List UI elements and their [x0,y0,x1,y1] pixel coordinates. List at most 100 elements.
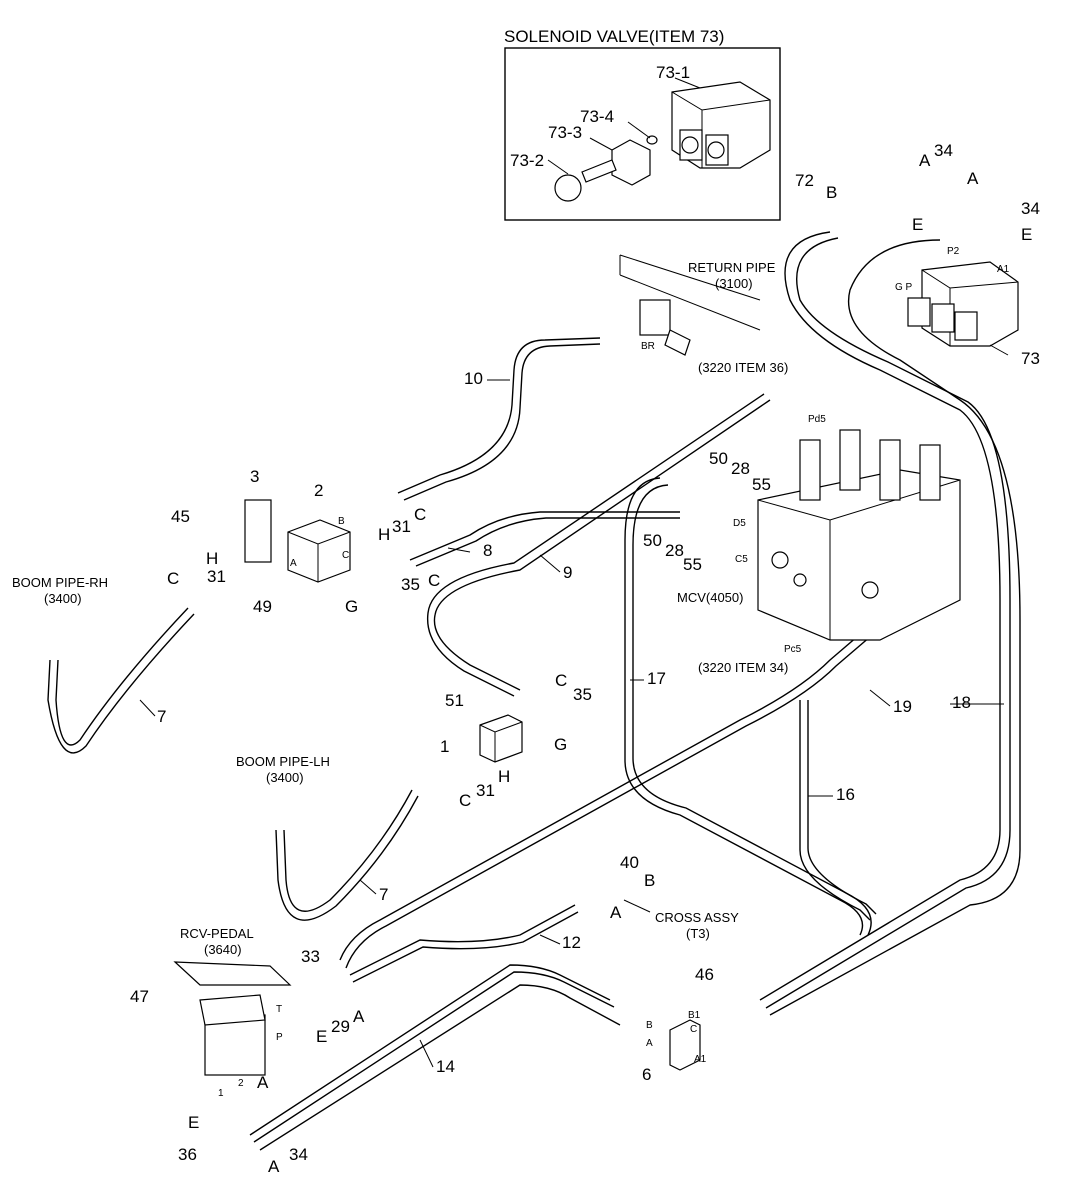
callout-8: 8 [483,541,492,560]
return-pipe-number: (3100) [715,276,753,291]
letter-h-lower: H [498,767,510,786]
callout-2: 2 [314,481,323,500]
label-73-4: 73-4 [580,107,614,126]
letter-c-lower: C [555,671,567,690]
callout-3: 3 [250,467,259,486]
callout-16: 16 [836,785,855,804]
port-br: BR [641,341,655,352]
callout-49: 49 [253,597,272,616]
callout-7-left: 7 [157,707,166,726]
port-pc5: Pc5 [784,644,802,655]
callout-73: 73 [1021,349,1040,368]
port-p: P [276,1032,283,1043]
port-a1-top: A1 [997,264,1010,275]
label-73-1: 73-1 [656,63,690,82]
mcv-label: MCV(4050) [677,590,743,605]
port-t: T [276,1004,282,1015]
callout-34-top: 34 [934,141,953,160]
port-c5: C5 [735,554,748,565]
port-b-block2: B [338,516,345,527]
boom-pipe-lh-number: (3400) [266,770,304,785]
callout-50-upper: 50 [709,449,728,468]
cross-assy-label: CROSS ASSY [655,910,739,925]
callout-18: 18 [952,693,971,712]
inset-frame [504,47,781,221]
callout-19: 19 [893,697,912,716]
letter-a-top: A [919,151,931,170]
letter-h-upper: H [378,525,390,544]
hose-lines [47,231,1021,1151]
boom-pipe-lh-label: BOOM PIPE-LH [236,754,330,769]
letter-e-pedal: E [316,1027,327,1046]
callout-36: 36 [178,1145,197,1164]
callout-46: 46 [695,965,714,984]
callout-12: 12 [562,933,581,952]
callout-51: 51 [445,691,464,710]
letter-g-lower: G [554,735,567,754]
letter-c-bottom: C [459,791,471,810]
block-1-drawing [479,714,523,763]
port-pd5: Pd5 [808,414,826,425]
letter-a-bottom: A [257,1073,269,1092]
block-2-drawing [244,499,351,583]
port-a-block6: A [646,1038,653,1049]
return-pipe-label: RETURN PIPE [688,260,776,275]
letter-c-left: C [167,569,179,588]
item36-reference: (3220 ITEM 36) [698,360,788,375]
port-c-block6: C [690,1024,697,1035]
letter-c-upper: C [414,505,426,524]
letter-e-right: E [1021,225,1032,244]
letter-h-left: H [206,549,218,568]
letter-a-lowest: A [268,1157,280,1176]
port-a-block2: A [290,558,297,569]
callout-55-lower: 55 [683,555,702,574]
solenoid-valve-73-drawing [907,261,1019,347]
callout-35-upper: 35 [401,575,420,594]
letter-e-bottom: E [188,1113,199,1132]
callout-10: 10 [464,369,483,388]
callout-55-upper: 55 [752,475,771,494]
callout-14: 14 [436,1057,455,1076]
port-b-block6: B [646,1020,653,1031]
label-73-3: 73-3 [548,123,582,142]
callout-28-upper: 28 [731,459,750,478]
callout-31-upper: 31 [392,517,411,536]
rcv-pedal-label: RCV-PEDAL [180,926,254,941]
letter-b-cross: B [644,871,655,890]
callout-9: 9 [563,563,572,582]
callout-31-lower: 31 [476,781,495,800]
callout-33: 33 [301,947,320,966]
label-73-2: 73-2 [510,151,544,170]
port-a1-block6: A1 [694,1054,707,1065]
leader-lines [139,344,1009,1068]
callout-29: 29 [331,1017,350,1036]
letter-e-top: E [912,215,923,234]
callout-34-bottom: 34 [289,1145,308,1164]
callout-28-lower: 28 [665,541,684,560]
boom-pipe-rh-number: (3400) [44,591,82,606]
callout-31-left: 31 [207,567,226,586]
callout-34-right: 34 [1021,199,1040,218]
inset-solenoid-valve-drawing [554,81,771,202]
callout-72: 72 [795,171,814,190]
callout-47: 47 [130,987,149,1006]
letter-c-mid: C [428,571,440,590]
callout-45: 45 [171,507,190,526]
callout-6: 6 [642,1065,651,1084]
letter-a-cross: A [610,903,622,922]
block-6-drawing [669,1019,701,1071]
port-c-block2: C [342,550,349,561]
callout-35-lower: 35 [573,685,592,704]
inset-title: SOLENOID VALVE(ITEM 73) [504,27,724,46]
mcv-drawing [757,429,961,641]
letter-g-upper: G [345,597,358,616]
cross-assy-number: (T3) [686,926,710,941]
letter-a-right: A [967,169,979,188]
letter-a-pedal: A [353,1007,365,1026]
boom-pipe-rh-label: BOOM PIPE-RH [12,575,108,590]
rcv-pedal-drawing [173,961,292,1076]
port-1: 1 [218,1088,224,1099]
callout-1: 1 [440,737,449,756]
callout-7-lower: 7 [379,885,388,904]
callout-40: 40 [620,853,639,872]
